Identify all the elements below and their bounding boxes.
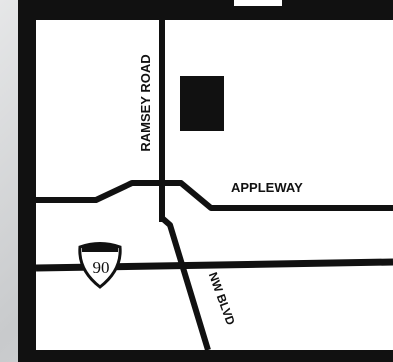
map-top-notch <box>234 0 282 6</box>
map-land <box>36 20 393 350</box>
interstate-shield-icon: 90 <box>78 242 122 289</box>
ramsey-road-label: RAMSEY ROAD <box>138 54 153 151</box>
nw-blvd-road <box>160 215 211 351</box>
appleway-road <box>36 180 393 211</box>
interstate-number: 90 <box>93 258 110 277</box>
building-icon <box>180 76 224 131</box>
appleway-label: APPLEWAY <box>231 180 303 195</box>
